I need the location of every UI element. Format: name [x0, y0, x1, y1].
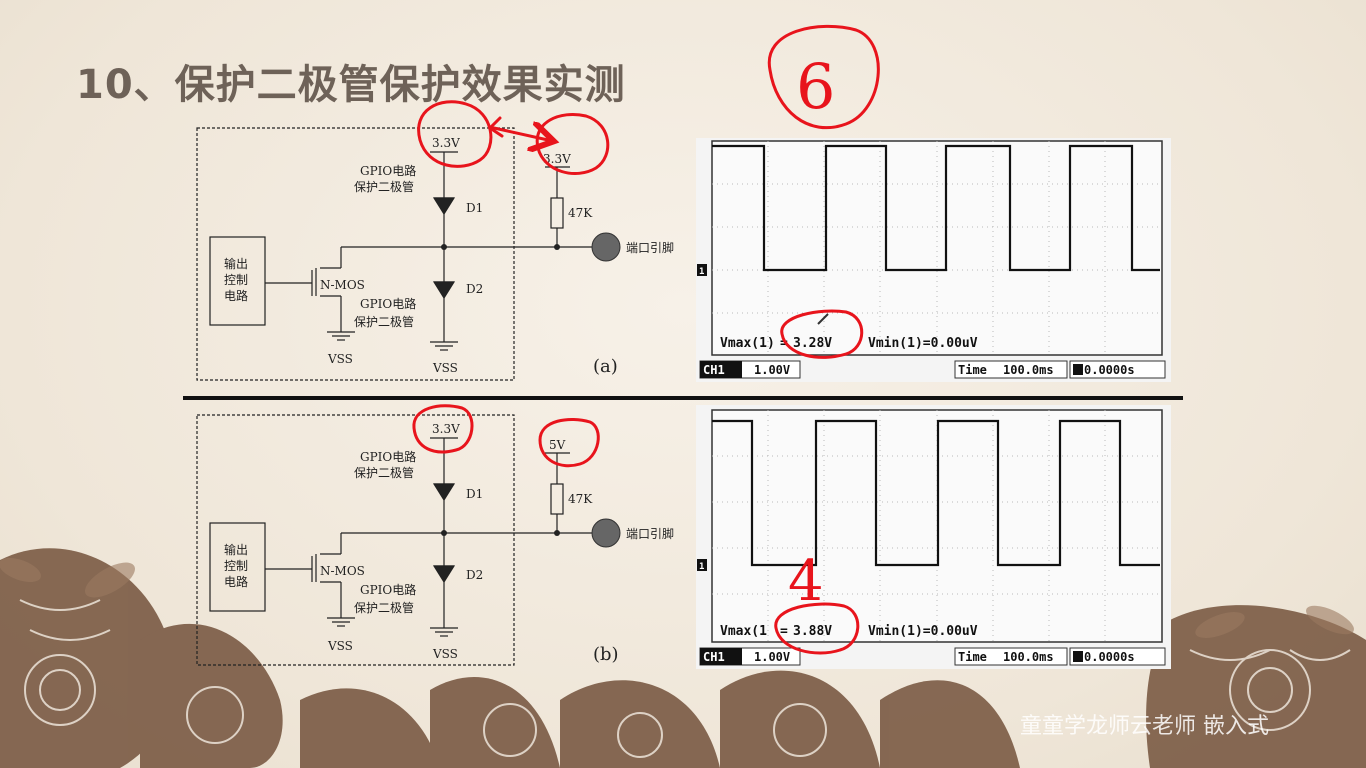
time-value: 100.0ms [1003, 363, 1054, 377]
annotation-texts: 6 4 [788, 50, 835, 614]
circuit-b [196, 414, 600, 666]
junction-dot [554, 530, 560, 536]
junction-dot [554, 244, 560, 250]
channel-marker: 1 [699, 267, 704, 277]
vcc-internal-label: 3.3V [432, 136, 460, 150]
diode1-label: D1 [466, 487, 483, 501]
diode1-label: D1 [466, 201, 483, 215]
diode2-label: D2 [466, 282, 483, 296]
watermark-text: 童童学龙师云老师 嵌入式 [1020, 714, 1269, 739]
diode1-desc-line2: 保护二极管 [354, 179, 414, 194]
output-line2: 控制 [224, 559, 248, 573]
vss-label: VSS [432, 647, 458, 661]
vmax-value: 3.28V [793, 336, 832, 351]
diode1-desc-line2: 保护二极管 [354, 465, 414, 480]
annotation-number: 6 [796, 50, 835, 123]
port-pin-icon [591, 232, 621, 262]
output-line1: 输出 [224, 542, 248, 557]
output-line3: 电路 [224, 574, 248, 589]
junction-dot [441, 244, 447, 250]
circuit-a [196, 127, 600, 381]
slide-title: 10、保护二极管保护效果实测 [76, 62, 626, 108]
circuit-b-caption: (b) [593, 644, 619, 665]
trigger-readout: 0.0000s [1084, 363, 1135, 377]
annotation-circle [535, 113, 610, 176]
output-line3: 电路 [224, 288, 248, 303]
diode1-desc-line1: GPIO电路 [360, 449, 416, 464]
scale-readout: 1.00V [754, 363, 790, 377]
circuit-b-labels: 3.3V 5V GPIO电路 保护二极管 D1 GPIO电路 保护二极管 D2 … [224, 422, 674, 665]
annotation-arrow-start [487, 116, 504, 138]
diode2-desc-line1: GPIO电路 [360, 296, 416, 311]
vcc-external-label: 5V [549, 438, 566, 452]
vmin-readout: Vmin(1)=0.00uV [868, 624, 978, 639]
diode2-label: D2 [466, 568, 483, 582]
annotation-circle [417, 100, 493, 168]
diode2-desc-line1: GPIO电路 [360, 582, 416, 597]
section-divider [183, 396, 1183, 400]
vss-label: VSS [327, 639, 353, 653]
vcc-internal-label: 3.3V [432, 422, 460, 436]
annotation-circle [774, 602, 860, 655]
vmax-equals: = [780, 624, 788, 639]
annotation-circle [412, 404, 474, 454]
vcc-external-label: 3.3V [543, 152, 571, 166]
scope-b: 1 Vmax(1 = 3.88V Vmin(1)=0.00uV CH1 1.00… [696, 405, 1171, 669]
annotation-circle [538, 418, 600, 468]
scope-a: 1 Vmax(1) = 3.28V Vmin(1)=0.00uV CH1 1.0… [696, 138, 1171, 382]
circuit-a-caption: (a) [593, 356, 618, 377]
vmin-readout: Vmin(1)=0.00uV [868, 336, 978, 351]
pin-label: 端口引脚 [626, 240, 674, 255]
annotation-number: 4 [788, 549, 824, 614]
transistor-label: N-MOS [320, 278, 365, 292]
vmax-label: Vmax(1 [720, 624, 767, 639]
vmax-equals: = [780, 336, 788, 351]
output-line1: 输出 [224, 256, 248, 271]
circuit-a-labels: 3.3V 3.3V GPIO电路 保护二极管 D1 GPIO电路 保护二极管 D… [224, 136, 674, 377]
vmax-value: 3.88V [793, 624, 832, 639]
vss-label: VSS [327, 352, 353, 366]
time-label: Time [958, 650, 987, 664]
resistor-label: 47K [568, 206, 593, 220]
port-pin-icon [591, 518, 621, 548]
pen-cursor-icon [817, 313, 829, 325]
vss-label: VSS [432, 361, 458, 375]
time-label: Time [958, 363, 987, 377]
resistor-label: 47K [568, 492, 593, 506]
transistor-label: N-MOS [320, 564, 365, 578]
annotation-circle [767, 24, 880, 130]
red-annotations [412, 24, 880, 655]
output-line2: 控制 [224, 273, 248, 287]
channel-label: CH1 [703, 363, 725, 377]
annotation-circle [780, 309, 864, 359]
diode1-desc-line1: GPIO电路 [360, 163, 416, 178]
annotation-arrow [492, 128, 548, 140]
scale-readout: 1.00V [754, 650, 790, 664]
time-value: 100.0ms [1003, 650, 1054, 664]
junction-dot [441, 530, 447, 536]
channel-marker: 1 [699, 562, 704, 572]
channel-label: CH1 [703, 650, 725, 664]
pin-label: 端口引脚 [626, 526, 674, 541]
vmax-label: Vmax(1) [720, 336, 775, 351]
diode2-desc-line2: 保护二极管 [354, 600, 414, 615]
diode2-desc-line2: 保护二极管 [354, 314, 414, 329]
trigger-readout: 0.0000s [1084, 650, 1135, 664]
